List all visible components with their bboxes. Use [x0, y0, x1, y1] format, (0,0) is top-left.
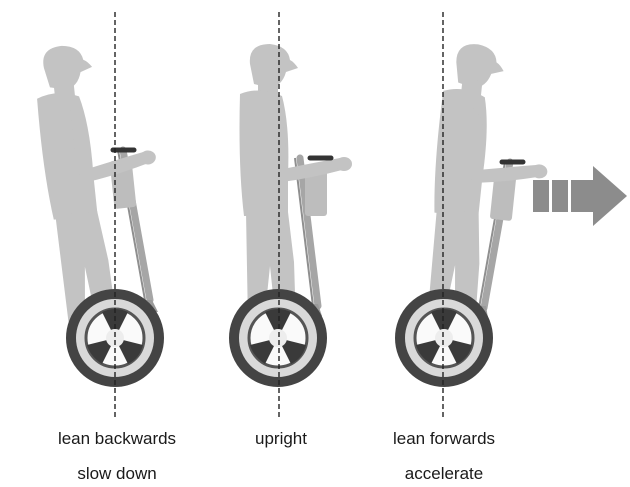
- rider-figure: [31, 37, 173, 328]
- person-on-segway-icon: [31, 37, 173, 387]
- caption-slow-down: slow down: [77, 464, 157, 483]
- motion-arrow-icon: [533, 166, 627, 226]
- caption-accelerate: accelerate: [404, 464, 484, 483]
- panel-upright: [229, 12, 352, 418]
- person-on-segway-icon: [395, 41, 560, 387]
- segway-stem: [296, 154, 322, 310]
- segway-stem-shadow: [294, 157, 314, 307]
- segway-wheel: [229, 289, 327, 387]
- segway-wheel: [66, 289, 164, 387]
- person-on-segway-icon: [229, 44, 352, 387]
- segway-wheel: [395, 289, 493, 387]
- caption-upright: upright: [255, 429, 307, 448]
- rider-figure: [239, 44, 352, 324]
- segway-bag: [305, 168, 327, 216]
- caption-lean-forwards: lean forwards: [392, 429, 496, 448]
- panel-lean-forwards: [395, 12, 560, 418]
- caption-lean-backwards: lean backwards: [57, 429, 177, 448]
- panel-lean-backwards: [31, 12, 173, 418]
- segway-bag: [490, 175, 516, 221]
